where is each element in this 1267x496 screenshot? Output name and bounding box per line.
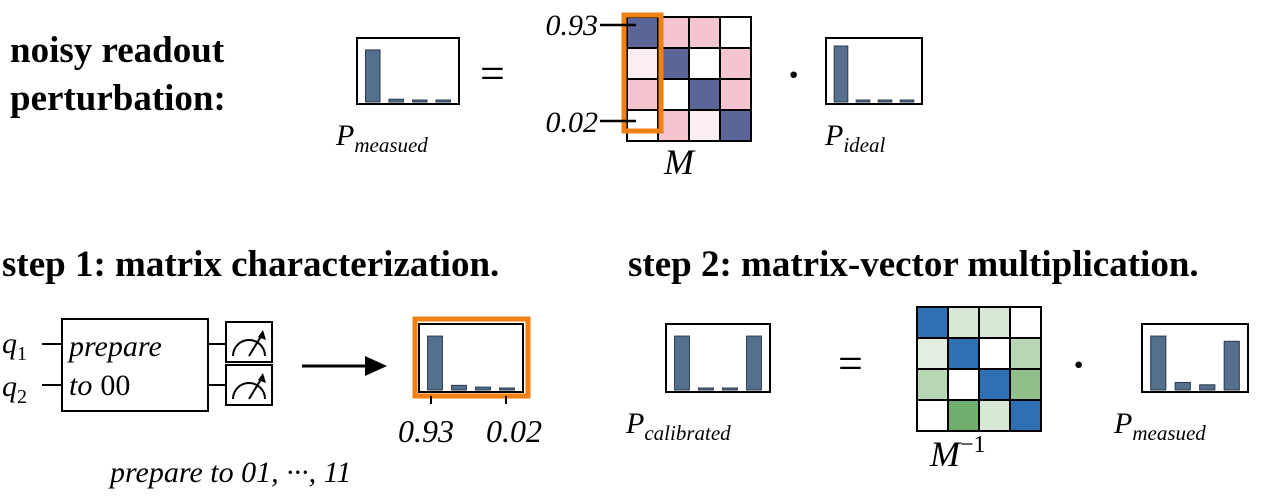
measurement-meter-icon [225, 321, 273, 363]
heading-line2: perturbation: [10, 78, 226, 119]
p-measured-2-bar [1199, 384, 1216, 391]
histogram-p-ideal [825, 37, 923, 105]
histogram-step1 [418, 323, 524, 393]
p-measured-2-bar [1174, 381, 1191, 391]
matrix-inverse-cell [916, 306, 949, 339]
matrix-m-cell [719, 16, 752, 49]
matrix-m-inverse [916, 306, 1042, 432]
matrix-inverse-cell [1009, 399, 1042, 432]
p-calibrated-bar [722, 387, 738, 391]
p-calibrated-bar [698, 387, 714, 391]
qubit-1-label: q1 [2, 327, 27, 365]
matrix-m-cell [626, 78, 659, 111]
histogram-p-measured-2 [1141, 323, 1249, 393]
tick-label-right: 0.02 [486, 413, 542, 449]
qubit-2-label: q2 [2, 370, 27, 408]
equals-sign-bottom: = [838, 339, 863, 388]
matrix-inverse-cell [916, 399, 949, 432]
matrix-inverse-cell [947, 337, 980, 370]
matrix-inverse-cell [978, 368, 1011, 401]
dot-operator-top: · [787, 52, 800, 97]
p-measured-bar [411, 99, 428, 103]
matrix-inverse-cell [916, 337, 949, 370]
p-ideal-bar [899, 99, 915, 103]
matrix-inverse-label: M−1 [929, 432, 986, 474]
p-calibrated-bar [746, 335, 762, 391]
p-measured-bar [388, 98, 405, 103]
matrix-m-cell [719, 78, 752, 111]
p-calibrated-bar [674, 335, 690, 391]
step1-title: step 1: matrix characterization. [2, 244, 499, 285]
p-ideal-bar [855, 99, 871, 103]
matrix-m-cell [688, 78, 721, 111]
measurement-meter-icon [225, 364, 273, 406]
p-calibrated-label: Pcalibrated [625, 407, 731, 445]
step1-hist-bar [451, 384, 467, 391]
histogram-highlight-box [412, 316, 531, 399]
matrix-inverse-cell [947, 399, 980, 432]
matrix-m-cell [719, 109, 752, 142]
tick-label-left: 0.93 [398, 413, 454, 449]
prepare-caption: prepare to 01, ···, 11 [108, 456, 351, 489]
p-measured-label-2: Pmeasued [1113, 407, 1206, 445]
matrix-inverse-cell [978, 306, 1011, 339]
matrix-inverse-cell [978, 399, 1011, 432]
prepare-gate-line1: prepare [67, 330, 162, 363]
matrix-m-cell [688, 109, 721, 142]
histogram-p-measured [356, 37, 460, 105]
matrix-m-cell [626, 47, 659, 80]
matrix-inverse-cell [1009, 337, 1042, 370]
p-measured-2-bar [1150, 335, 1167, 391]
equals-sign-top: = [480, 49, 505, 98]
p-ideal-label: Pideal [824, 119, 885, 157]
dot-operator-bottom: · [1072, 342, 1085, 387]
p-measured-2-bar [1223, 340, 1240, 391]
arrow-right-icon [365, 356, 387, 376]
matrix-value-bottom: 0.02 [546, 106, 599, 139]
step1-hist-bar [499, 387, 515, 391]
p-measured-label: Pmeasued [335, 119, 428, 157]
matrix-inverse-cell [1009, 368, 1042, 401]
histogram-p-calibrated [665, 323, 771, 393]
matrix-m-label: M [663, 142, 696, 182]
step1-hist-bar [427, 335, 443, 391]
matrix-inverse-cell [947, 368, 980, 401]
p-measured-bar [364, 49, 381, 103]
matrix-m-cell [719, 47, 752, 80]
matrix-inverse-cell [916, 368, 949, 401]
matrix-m-cell [626, 16, 659, 49]
step2-title: step 2: matrix-vector multiplication. [628, 244, 1199, 285]
p-measured-bar [435, 99, 452, 103]
matrix-m-cell [688, 16, 721, 49]
matrix-m-cell [688, 47, 721, 80]
p-ideal-bar [833, 45, 849, 103]
prepare-gate-box [61, 318, 209, 412]
heading-line1: noisy readout [10, 30, 225, 71]
matrix-inverse-cell [978, 337, 1011, 370]
matrix-m [626, 16, 752, 142]
matrix-m-cell [626, 109, 659, 142]
matrix-inverse-cell [947, 306, 980, 339]
step1-hist-bar [475, 386, 491, 391]
highlight-column-box [621, 12, 664, 134]
matrix-inverse-cell [1009, 306, 1042, 339]
p-ideal-bar [877, 99, 893, 103]
matrix-value-top: 0.93 [546, 9, 599, 42]
